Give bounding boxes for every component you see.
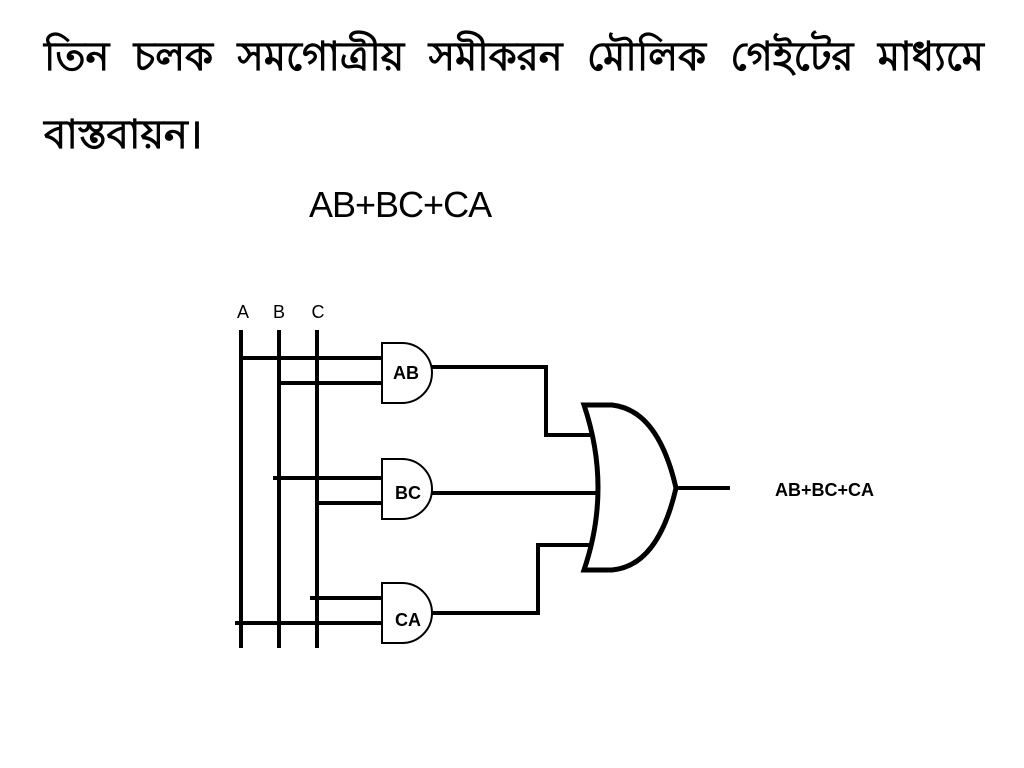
output-label: AB+BC+CA [775,480,874,500]
and-gate-bc [381,458,433,520]
and-gate-ab-label: AB [393,363,419,383]
slide-title: তিন চলক সমগোত্রীয় সমীকরন মৌলিক গেইটের ম… [44,34,984,158]
input-label-c: C [312,302,325,322]
input-label-a: A [237,302,249,322]
wire-ab-to-or [432,365,590,437]
wire-ca-to-or [432,543,590,615]
boolean-expression: AB+BC+CA [309,184,492,225]
and-gate-ca-label: CA [395,610,421,630]
or-gate [580,402,679,573]
and-gate-ca [381,582,433,644]
and-gate-ab [381,342,433,404]
and-gate-bc-label: BC [395,483,421,503]
input-label-b: B [273,302,285,322]
